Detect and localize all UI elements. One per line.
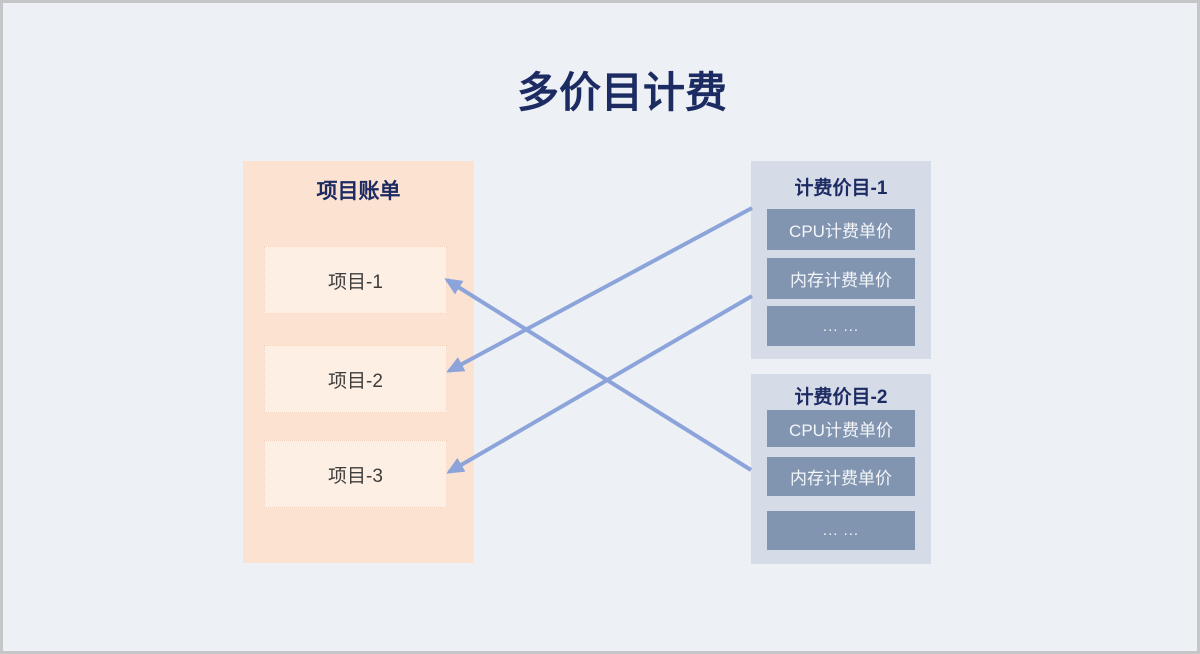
price-row-ellipsis: ... ... <box>767 306 915 346</box>
arrow-pricelist1-to-project3 <box>446 294 754 474</box>
price-list-2-title: 计费价目-2 <box>794 387 888 408</box>
price-list-panel-1: 计费价目-1 CPU计费单价 内存计费单价 ... ... <box>751 161 931 359</box>
bill-item-project-2: 项目-2 <box>264 345 447 413</box>
page-title: 多价目计费 <box>516 69 728 116</box>
bill-panel: 项目账单 项目-1 项目-2 项目-3 <box>243 161 474 563</box>
arrow-pricelist2-to-project1 <box>444 278 753 472</box>
price-list-panel-2: 计费价目-2 CPU计费单价 内存计费单价 ... ... <box>751 374 931 564</box>
price-row-cpu: CPU计费单价 <box>767 410 915 447</box>
bill-item-project-1: 项目-1 <box>264 246 447 314</box>
arrow-pricelist1-to-project2 <box>446 206 753 373</box>
price-row-memory: 内存计费单价 <box>767 457 915 496</box>
price-list-1-title: 计费价目-1 <box>794 178 888 199</box>
bill-item-project-3: 项目-3 <box>264 440 447 508</box>
price-row-memory: 内存计费单价 <box>767 258 915 299</box>
bill-panel-title: 项目账单 <box>316 180 401 203</box>
price-row-ellipsis: ... ... <box>767 511 915 550</box>
price-row-cpu: CPU计费单价 <box>767 209 915 250</box>
